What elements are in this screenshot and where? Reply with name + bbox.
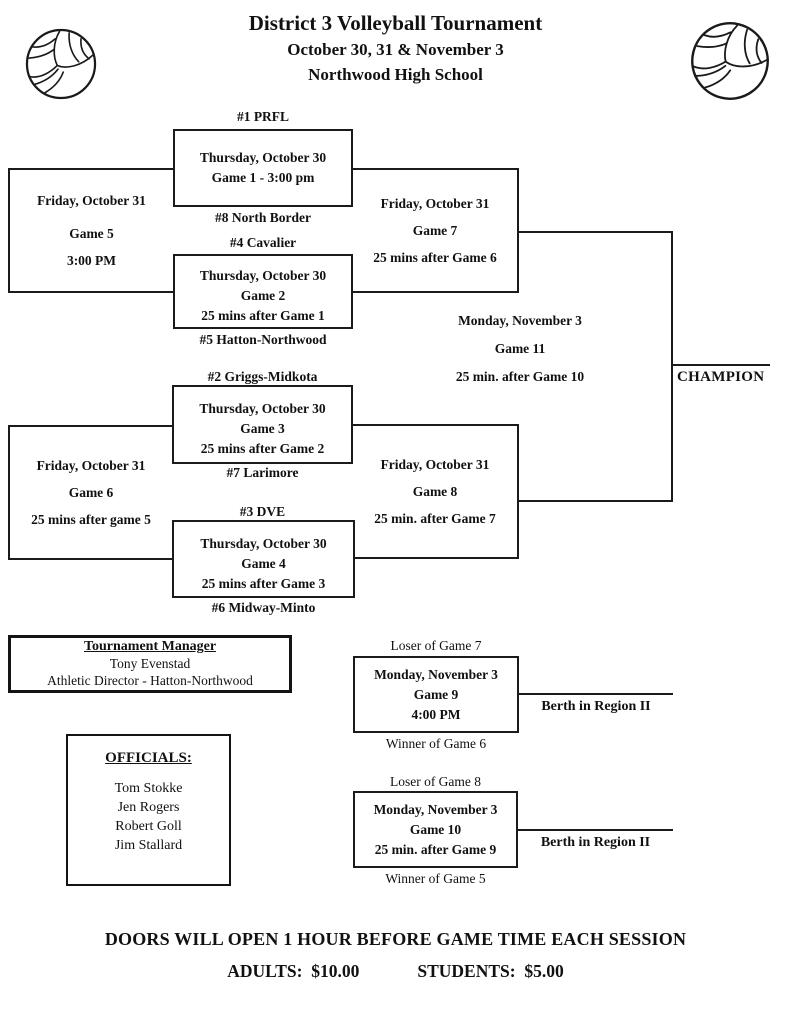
- game-10-berth-label: Berth in Region II: [540, 835, 651, 850]
- tournament-manager-heading: Tournament Manager: [83, 639, 217, 654]
- seed-3-dve: #3 DVE: [239, 504, 286, 519]
- game-11-date: Monday, November 3: [458, 313, 582, 328]
- seed-2-griggs-midkota: #2 Griggs-Midkota: [207, 369, 318, 384]
- game-5-time: 3:00 PM: [66, 252, 117, 268]
- game-3-time: 25 mins after Game 2: [200, 441, 325, 456]
- game-4-label: Game 4: [241, 555, 286, 571]
- official-name: Jen Rogers: [117, 800, 180, 815]
- game-10-time: 25 min. after Game 9: [374, 841, 497, 857]
- game-2-date: Thursday, October 30: [199, 268, 327, 283]
- game-7-date: Friday, October 31: [380, 195, 490, 211]
- game-9-label: Game 9: [413, 686, 459, 702]
- seed-1-prfl: #1 PRFL: [236, 109, 290, 124]
- game-9-berth-line: [517, 693, 673, 695]
- officials-list: Tom Stokke Jen Rogers Robert Goll Jim St…: [68, 779, 229, 855]
- admission-prices: ADULTS: $10.00 STUDENTS: $5.00: [0, 961, 791, 982]
- game-7-winner-connector: [517, 231, 673, 233]
- game-8-frame: Friday, October 31 Game 8 25 min. after …: [353, 424, 519, 559]
- game-6-label: Game 6: [68, 484, 114, 500]
- game-5-frame: Friday, October 31 Game 5 3:00 PM: [8, 168, 173, 293]
- game-3-box: Thursday, October 30 Game 3 25 mins afte…: [172, 385, 353, 464]
- game-4-date: Thursday, October 30: [200, 535, 327, 551]
- game-10-berth-line: [516, 829, 673, 831]
- game-4-time: 25 mins after Game 3: [201, 575, 326, 591]
- game-10-label: Game 10: [409, 821, 462, 837]
- game-9-date: Monday, November 3: [374, 666, 498, 682]
- game-10-box: Monday, November 3 Game 10 25 min. after…: [353, 791, 518, 868]
- official-name: Jim Stallard: [114, 838, 183, 853]
- volleyball-icon: [691, 22, 769, 100]
- game-8-time: 25 min. after Game 7: [374, 510, 496, 526]
- tournament-manager-title: Athletic Director - Hatton-Northwood: [47, 673, 253, 688]
- adults-price: ADULTS: $10.00: [227, 961, 360, 981]
- seed-5-hatton-northwood: #5 Hatton-Northwood: [199, 332, 327, 347]
- page-title: District 3 Volleyball Tournament: [248, 11, 543, 35]
- students-price: STUDENTS: $5.00: [417, 961, 564, 981]
- game-11-text: Monday, November 3 Game 11 25 min. after…: [425, 310, 615, 387]
- game-1-box: Thursday, October 30 Game 1 - 3:00 pm: [173, 129, 353, 207]
- game-1-date: Thursday, October 30: [199, 150, 327, 165]
- volleyball-icon: [25, 28, 97, 100]
- game-9-time: 4:00 PM: [411, 706, 461, 722]
- seed-4-cavalier: #4 Cavalier: [229, 235, 297, 250]
- game-5-label: Game 5: [69, 225, 114, 241]
- official-name: Tom Stokke: [114, 781, 183, 796]
- final-connector: [671, 231, 673, 502]
- game-9-top-team: Loser of Game 7: [390, 638, 482, 653]
- game-11-time: 25 min. after Game 10: [455, 369, 585, 384]
- officials-box: OFFICIALS: Tom Stokke Jen Rogers Robert …: [66, 734, 231, 886]
- champion-line: [671, 364, 770, 366]
- game-9-box: Monday, November 3 Game 9 4:00 PM: [353, 656, 519, 733]
- game-8-label: Game 8: [412, 483, 458, 499]
- game-4-box: Thursday, October 30 Game 4 25 mins afte…: [172, 520, 355, 598]
- tournament-manager-name: Tony Evenstad: [109, 656, 191, 671]
- game-7-frame: Friday, October 31 Game 7 25 mins after …: [353, 168, 519, 293]
- official-name: Robert Goll: [115, 819, 182, 834]
- game-7-time: 25 mins after Game 6: [373, 249, 497, 265]
- tournament-dates: October 30, 31 & November 3: [287, 40, 504, 59]
- game-3-date: Thursday, October 30: [199, 401, 326, 416]
- game-9-berth-label: Berth in Region II: [541, 699, 651, 714]
- venue-name: Northwood High School: [308, 65, 483, 84]
- seed-8-north-border: #8 North Border: [215, 210, 311, 225]
- game-8-winner-connector: [517, 500, 673, 502]
- champion-label: CHAMPION: [677, 369, 765, 385]
- officials-heading: OFFICIALS:: [105, 750, 192, 766]
- tournament-manager-box: Tournament Manager Tony Evenstad Athleti…: [8, 635, 292, 693]
- game-2-time: 25 mins after Game 1: [201, 308, 325, 323]
- game-10-bottom-team: Winner of Game 5: [385, 871, 486, 886]
- game-9-bottom-team: Winner of Game 6: [385, 736, 487, 751]
- doors-open-notice: DOORS WILL OPEN 1 HOUR BEFORE GAME TIME …: [104, 929, 687, 949]
- game-2-label: Game 2: [240, 288, 286, 303]
- game-10-top-team: Loser of Game 8: [389, 774, 482, 789]
- game-3-label: Game 3: [240, 421, 285, 436]
- game-6-frame: Friday, October 31 Game 6 25 mins after …: [8, 425, 172, 560]
- game-1-time: Game 1 - 3:00 pm: [211, 170, 315, 185]
- game-10-date: Monday, November 3: [373, 801, 498, 817]
- game-6-date: Friday, October 31: [36, 457, 146, 473]
- game-5-date: Friday, October 31: [37, 192, 146, 208]
- seed-6-midway-minto: #6 Midway-Minto: [211, 600, 316, 615]
- game-8-date: Friday, October 31: [380, 456, 490, 472]
- game-6-time: 25 mins after game 5: [31, 511, 151, 527]
- game-7-label: Game 7: [412, 222, 458, 238]
- game-2-box: Thursday, October 30 Game 2 25 mins afte…: [173, 254, 353, 329]
- game-11-label: Game 11: [494, 341, 546, 356]
- seed-7-larimore: #7 Larimore: [226, 465, 299, 480]
